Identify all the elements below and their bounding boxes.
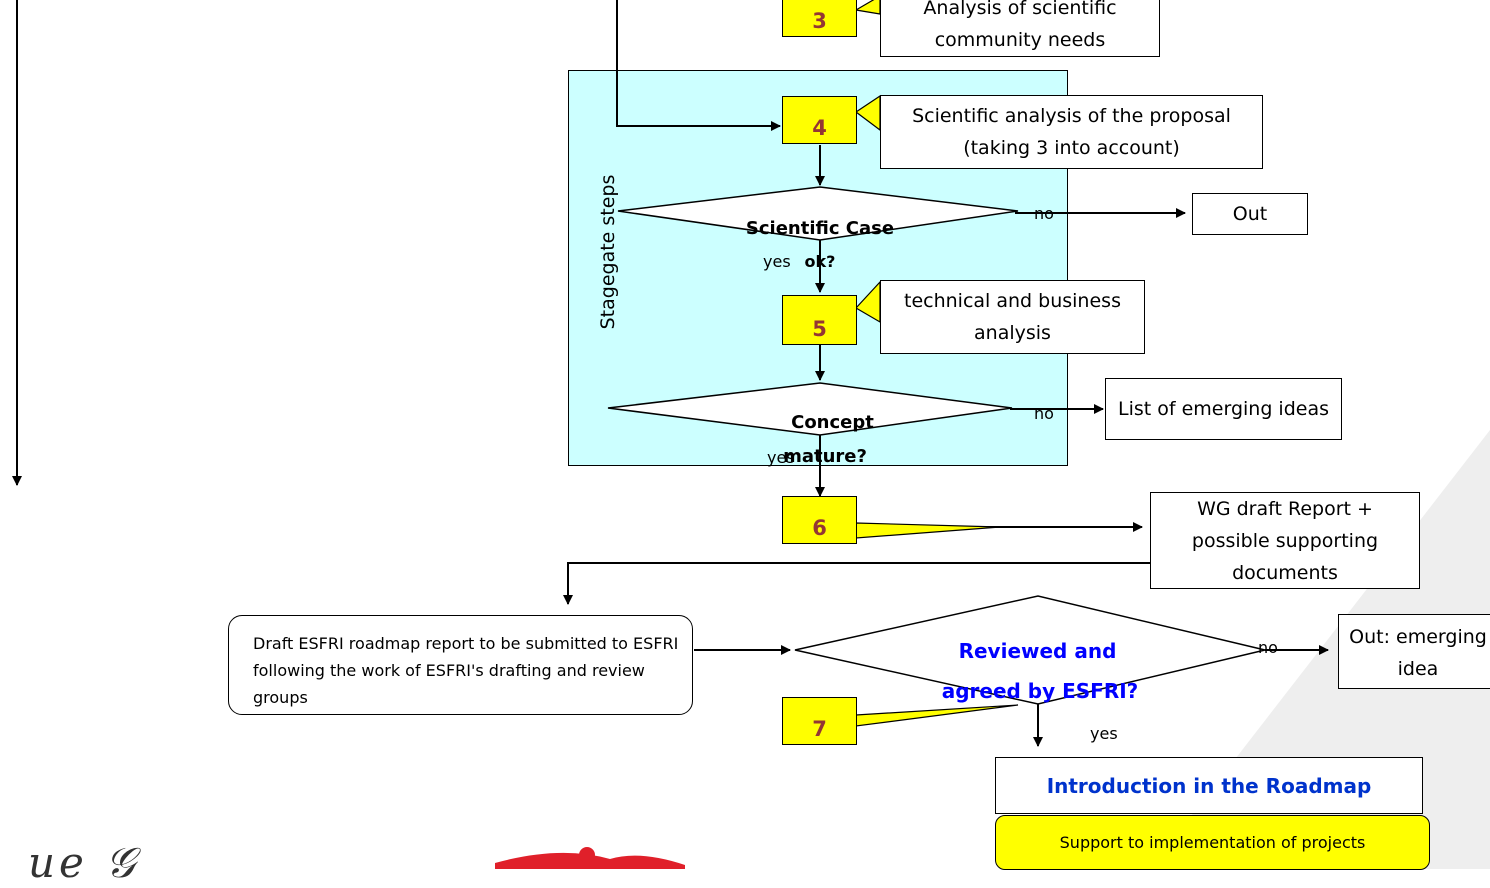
out-emerging-idea-text: Out: emerging idea xyxy=(1349,626,1487,680)
logo-swoosh-partial xyxy=(495,847,685,869)
decision1-line2: ok? xyxy=(804,252,836,271)
step-number-5: 5 xyxy=(782,295,857,345)
out-box: Out xyxy=(1192,193,1308,235)
draft-esfri-text: Draft ESFRI roadmap report to be submitt… xyxy=(253,633,679,707)
out-emerging-idea-box: Out: emerging idea xyxy=(1338,614,1490,689)
no-label-1: no xyxy=(1034,204,1054,223)
support-implementation-text: Support to implementation of projects xyxy=(1059,832,1366,852)
introduction-roadmap-box: Introduction in the Roadmap xyxy=(995,757,1423,814)
no-label-2: no xyxy=(1034,404,1054,423)
scientific-analysis-box: Scientific analysis of the proposal (tak… xyxy=(880,95,1263,169)
emerging-ideas-list-box: List of emerging ideas xyxy=(1105,378,1342,440)
decision2-line1: Concept xyxy=(791,412,874,433)
yes-label-3: yes xyxy=(1090,724,1118,743)
yes-label-2: yes xyxy=(767,448,795,467)
decision-reviewed-esfri xyxy=(794,595,1266,705)
no-label-3: no xyxy=(1258,638,1278,657)
technical-analysis-text: technical and business analysis xyxy=(904,290,1121,344)
support-implementation-box: Support to implementation of projects xyxy=(995,815,1430,870)
decision-concept-mature xyxy=(607,382,1013,436)
draft-esfri-box: Draft ESFRI roadmap report to be submitt… xyxy=(228,615,693,715)
logo-script-partial: ue 𝒢 xyxy=(28,838,140,887)
technical-analysis-box: technical and business analysis xyxy=(880,280,1145,354)
wg-report-text: WG draft Report + possible supporting do… xyxy=(1191,497,1379,584)
out-text: Out xyxy=(1232,203,1268,225)
decision3-line1: Reviewed and xyxy=(958,639,1117,663)
wg-report-box: WG draft Report + possible supporting do… xyxy=(1150,492,1420,589)
community-needs-box: Analysis of scientific community needs xyxy=(880,0,1160,57)
step-number-3: 3 xyxy=(782,0,857,37)
step-number-7: 7 xyxy=(782,697,857,745)
introduction-roadmap-text: Introduction in the Roadmap xyxy=(1046,773,1372,798)
decision3-line2: agreed by ESFRI? xyxy=(941,679,1139,703)
decision2-line2: mature? xyxy=(783,446,867,467)
scientific-analysis-text: Scientific analysis of the proposal (tak… xyxy=(912,105,1231,159)
connector-lines xyxy=(12,0,1329,747)
community-needs-text: Analysis of scientific community needs xyxy=(923,0,1117,51)
step-number-4: 4 xyxy=(782,96,857,144)
decision1-line1: Scientific Case xyxy=(745,218,895,239)
decision-scientific-case xyxy=(617,186,1019,241)
emerging-ideas-list-text: List of emerging ideas xyxy=(1117,398,1330,420)
yes-label-1: yes xyxy=(763,252,791,271)
step-number-6: 6 xyxy=(782,496,857,544)
